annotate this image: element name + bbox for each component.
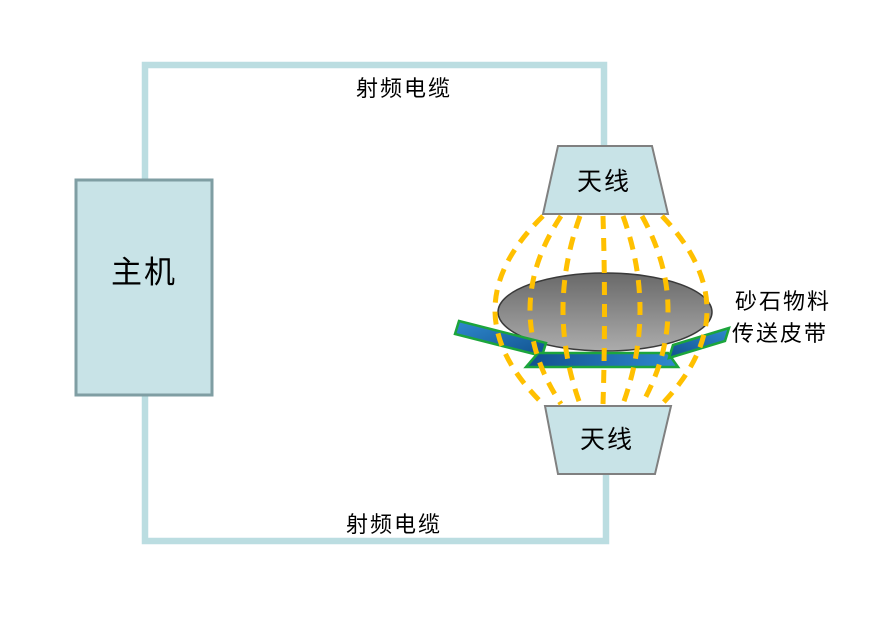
host-box — [74, 178, 214, 397]
field-line-3 — [560, 215, 583, 405]
field-line-4 — [600, 215, 607, 405]
rf-cable-bottom-line — [141, 394, 610, 545]
material-label: 砂石物料 — [735, 289, 832, 314]
rf-cable-top-line — [141, 61, 608, 181]
field-line-2 — [527, 214, 564, 406]
field-line-1 — [492, 214, 545, 406]
field-line-5 — [620, 215, 643, 405]
field-line-7 — [660, 214, 710, 406]
antenna-bottom-shape — [543, 405, 673, 475]
antenna-bottom-label: 天线 — [579, 427, 635, 454]
rf-cable-bottom-label: 射频电缆 — [345, 512, 443, 537]
host-box-label: 主机 — [111, 255, 177, 290]
field-line-6 — [639, 214, 671, 406]
antenna-top-label: 天线 — [576, 169, 632, 196]
microwave-field-lines — [492, 214, 710, 406]
belt-label: 传送皮带 — [732, 321, 829, 346]
rf-cable-top-label: 射频电缆 — [355, 76, 453, 101]
antenna-top-shape — [541, 145, 670, 215]
conveyor-belt — [453, 319, 731, 369]
